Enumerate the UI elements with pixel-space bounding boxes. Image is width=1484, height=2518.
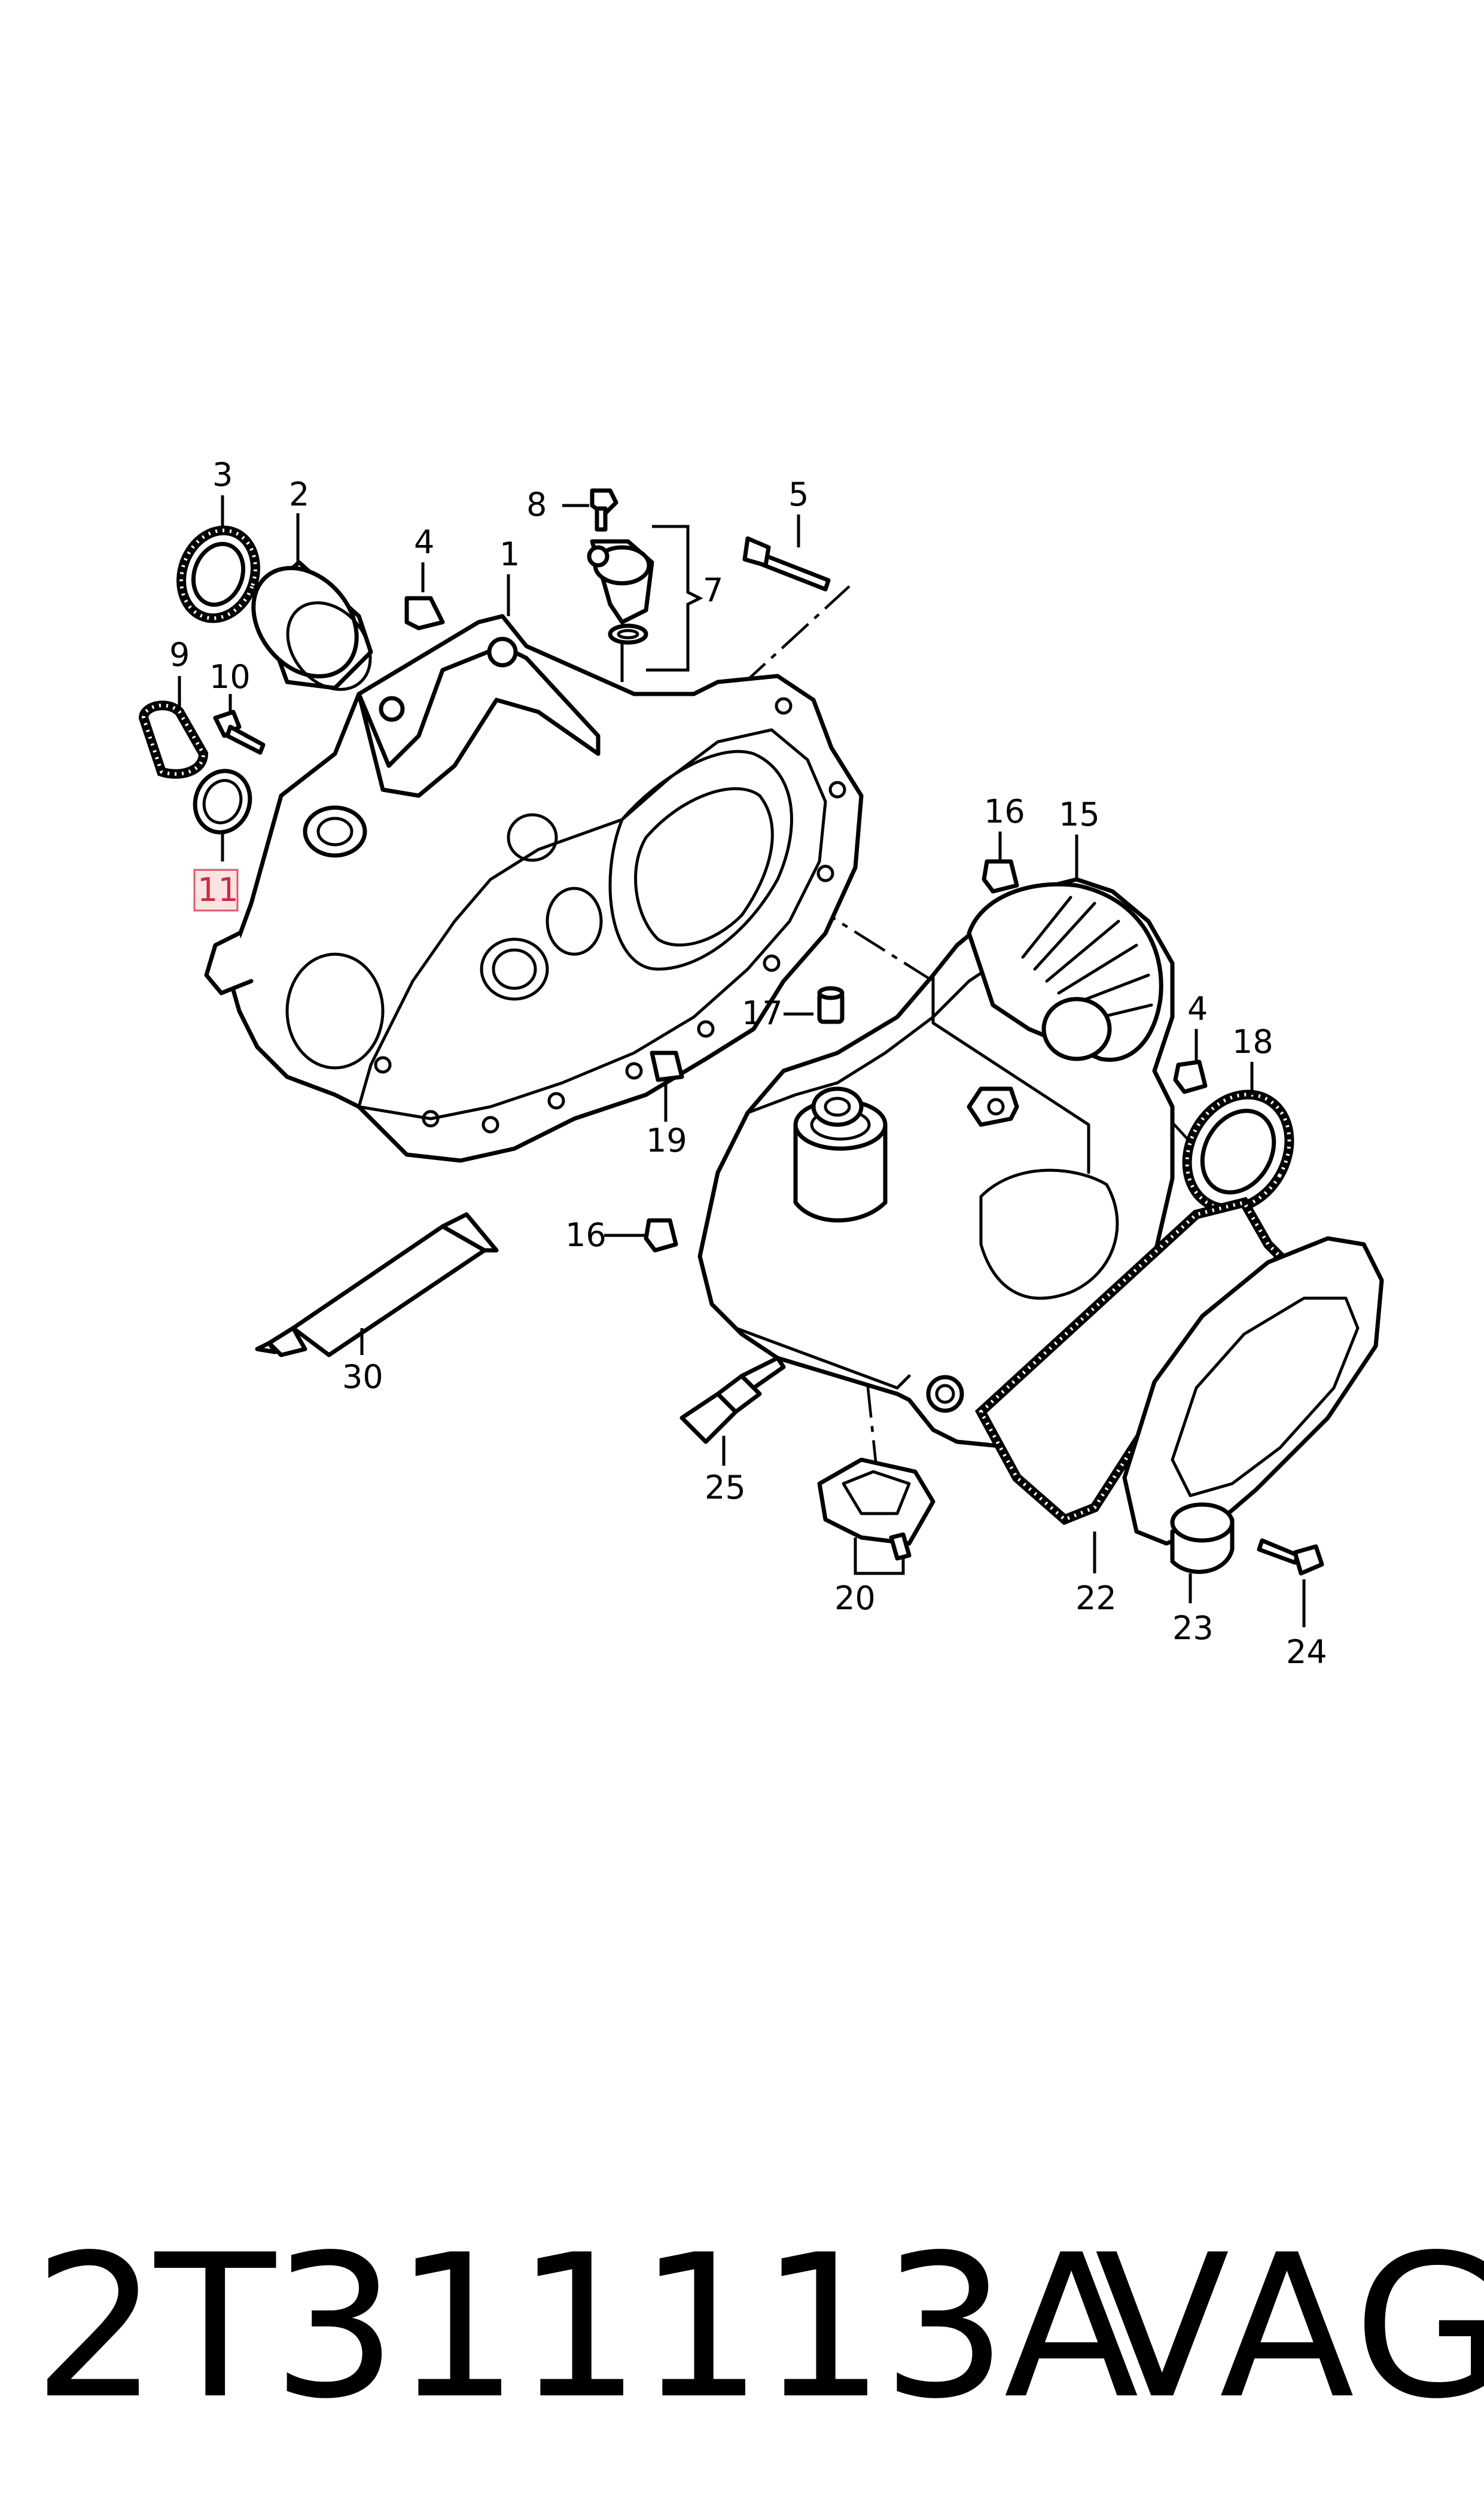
callout-8: 8	[526, 486, 547, 523]
sleeve-part-17	[817, 986, 845, 1024]
cover-part-23	[1122, 1236, 1384, 1574]
callout-labels: 3 2 4 1 8 5 7 9 10 11 16 15 17 4 18 19 1…	[169, 456, 1327, 1671]
callout-4-right: 4	[1187, 990, 1208, 1028]
callout-11: 11	[197, 871, 239, 909]
callout-1: 1	[499, 535, 520, 573]
callout-11-highlight-box	[193, 869, 239, 912]
bolt-part-8	[590, 488, 618, 532]
callout-24: 24	[1286, 1633, 1327, 1671]
seal-part-3	[176, 525, 260, 623]
callout-18: 18	[1232, 1023, 1273, 1061]
callout-3: 3	[212, 456, 233, 494]
bracket-part-20	[817, 1457, 936, 1561]
callout-7: 7	[703, 571, 723, 609]
sealant-tube-part-30	[255, 1212, 499, 1357]
callout-25: 25	[705, 1469, 746, 1506]
gearbox-housing	[697, 877, 1175, 1450]
callout-20: 20	[834, 1579, 876, 1617]
part-number: 2T311113A	[33, 2212, 1139, 2442]
footer: 2T311113A VAG	[0, 2213, 1484, 2441]
bolt-part-5	[742, 536, 831, 592]
leader-lines	[178, 495, 1306, 1627]
sensor-part-7	[587, 539, 654, 645]
brand-name: VAG	[1095, 2212, 1484, 2442]
clip-part-19	[650, 1051, 684, 1082]
callout-23: 23	[1172, 1609, 1214, 1647]
seal-ring-part-11	[193, 769, 252, 835]
plug-part-16-top	[982, 859, 1019, 894]
flange-bolt-bosses	[374, 697, 846, 1134]
callout-10: 10	[209, 658, 251, 696]
callout-17: 17	[742, 994, 783, 1032]
callout-15: 15	[1059, 796, 1100, 833]
bolt-part-24	[1257, 1538, 1324, 1576]
sender-part-25	[679, 1356, 786, 1444]
callout-5: 5	[788, 476, 809, 513]
seal-part-9	[138, 701, 209, 779]
clutch-housing	[204, 614, 864, 1163]
callout-2: 2	[289, 476, 309, 513]
seal-part-18	[1182, 1089, 1294, 1214]
callout-16-bottom: 16	[565, 1216, 607, 1254]
callout-9: 9	[169, 636, 190, 674]
bolt-part-10	[213, 710, 266, 755]
plug-part-4-right	[1173, 1059, 1208, 1094]
plug-part-16-bottom	[644, 1218, 678, 1253]
plug-part-4-top	[404, 596, 445, 631]
callout-30: 30	[342, 1358, 383, 1396]
callout-22: 22	[1075, 1579, 1117, 1617]
callout-19: 19	[646, 1122, 687, 1159]
callout-16-top: 16	[984, 793, 1025, 830]
callout-4-top: 4	[414, 523, 434, 561]
